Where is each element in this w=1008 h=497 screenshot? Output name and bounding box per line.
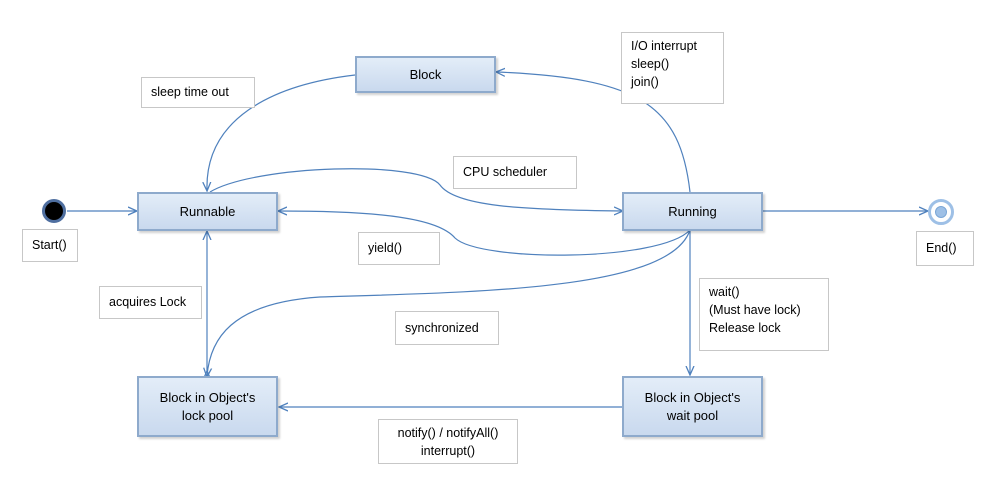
state-wait-pool: Block in Object's wait pool [622, 376, 763, 437]
state-lock-pool-line-1: Block in Object's [159, 389, 256, 405]
label-wait-line-1: wait() [709, 285, 740, 299]
state-runnable-label: Runnable [179, 203, 236, 219]
edge-running-to-lock-pool [207, 229, 691, 376]
end-node [928, 199, 954, 225]
label-sleep-timeout: sleep time out [141, 77, 255, 108]
label-wait-line-3: Release lock [709, 321, 781, 335]
label-cpu-scheduler-text: CPU scheduler [463, 165, 548, 179]
label-io-interrupt-line-2: sleep() [631, 57, 670, 71]
state-wait-pool-line-2: wait pool [666, 407, 719, 423]
edge-running-to-runnable [279, 211, 691, 256]
label-io-interrupt: I/O interrupt sleep() join() [621, 32, 724, 104]
label-start: Start() [22, 229, 78, 262]
label-io-interrupt-line-1: I/O interrupt [631, 39, 697, 53]
end-node-core [935, 206, 947, 218]
label-yield-text: yield() [368, 241, 403, 255]
label-acquires-lock: acquires Lock [99, 286, 202, 319]
state-block: Block [355, 56, 496, 93]
start-node [42, 199, 66, 223]
label-wait-line-2: (Must have lock) [709, 303, 801, 317]
label-notify-line-2: interrupt() [420, 444, 476, 458]
state-running: Running [622, 192, 763, 231]
label-notify: notify() / notifyAll() interrupt() [378, 419, 518, 464]
state-block-label: Block [409, 66, 442, 82]
label-synchronized-text: synchronized [405, 321, 479, 335]
label-yield: yield() [358, 232, 440, 265]
state-lock-pool-line-2: lock pool [181, 407, 234, 423]
label-notify-line-1: notify() / notifyAll() [397, 426, 499, 440]
label-end-text: End() [926, 241, 957, 255]
label-cpu-scheduler: CPU scheduler [453, 156, 577, 189]
edge-block-to-runnable [207, 74, 356, 190]
label-end: End() [916, 231, 974, 266]
state-runnable: Runnable [137, 192, 278, 231]
label-synchronized: synchronized [395, 311, 499, 345]
state-wait-pool-line-1: Block in Object's [644, 389, 741, 405]
label-acquires-lock-text: acquires Lock [109, 295, 187, 309]
state-running-label: Running [668, 203, 717, 219]
state-lock-pool: Block in Object's lock pool [137, 376, 278, 437]
label-wait: wait() (Must have lock) Release lock [699, 278, 829, 351]
label-sleep-timeout-text: sleep time out [151, 85, 229, 99]
label-start-text: Start() [32, 238, 67, 252]
edge-runnable-to-running [209, 168, 622, 211]
label-io-interrupt-line-3: join() [631, 75, 659, 89]
